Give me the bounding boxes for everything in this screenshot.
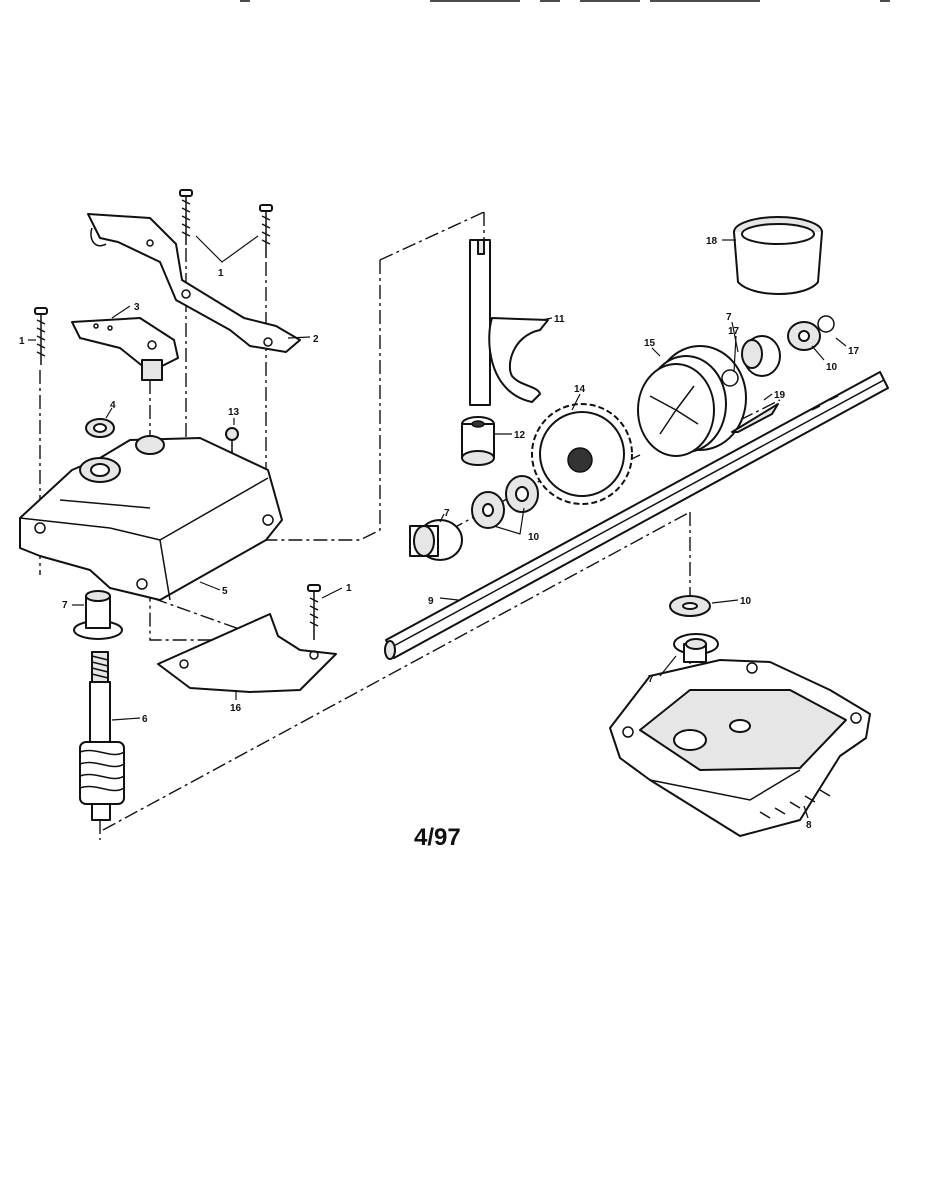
callout-13: 13: [228, 407, 240, 418]
callout-labels: 1 1 2 3 4 13 5 7 6 1 16 11 12 14 15 18 7…: [19, 236, 860, 831]
callout-7-lower: 7: [648, 674, 654, 685]
bushing-part-7-lower: [673, 633, 719, 663]
ring-part-17-b: [817, 315, 835, 333]
bracket-part-2: [87, 213, 301, 353]
washer-part-10-lower: [669, 595, 711, 617]
callout-1-left: 1: [19, 336, 25, 347]
callout-10-top: 10: [826, 362, 838, 373]
gear-part-14: [531, 403, 633, 505]
callout-14: 14: [574, 384, 586, 395]
worm-shaft-part-6: [79, 651, 125, 821]
screw-part-1-top-right: [259, 204, 273, 258]
callout-11: 11: [554, 314, 565, 325]
bushing-part-7-left: [73, 590, 123, 640]
washer-part-10-center-a: [471, 491, 505, 529]
callout-17-a: 17: [728, 326, 740, 337]
ring-part-17-a: [721, 369, 739, 387]
callout-1-bottom: 1: [346, 583, 352, 594]
housing-part-5: [19, 435, 283, 601]
callout-19: 19: [774, 390, 786, 401]
callout-12: 12: [514, 430, 526, 441]
callout-2: 2: [313, 334, 319, 345]
leader-lines: [28, 235, 847, 819]
clutch-part-15: [637, 345, 747, 457]
callout-6: 6: [142, 714, 148, 725]
callout-3: 3: [134, 302, 140, 313]
callout-7-left: 7: [62, 600, 68, 611]
washer-part-4: [85, 418, 115, 438]
callout-16: 16: [230, 703, 242, 714]
callout-7-top: 7: [726, 312, 732, 323]
callout-18-top: 18: [706, 236, 718, 247]
callout-7-center: 7: [444, 508, 450, 519]
screw-part-1-left: [34, 307, 48, 365]
bushing-part-7-center: [409, 519, 463, 561]
key-part-19: [731, 403, 779, 433]
callout-9: 9: [428, 596, 434, 607]
callout-4: 4: [110, 400, 116, 411]
plate-part-16: [157, 613, 337, 693]
callout-17-b: 17: [848, 346, 860, 357]
screw-part-1-top-left: [179, 189, 193, 245]
callout-8: 8: [806, 820, 812, 831]
housing-part-8: [609, 659, 871, 837]
washer-part-10-center-b: [505, 475, 539, 513]
callout-10-center: 10: [528, 532, 540, 543]
callout-5: 5: [222, 586, 228, 597]
bushing-part-7-right: [741, 335, 781, 377]
cup-part-18: [733, 216, 823, 295]
spacer-part-12: [461, 416, 495, 466]
washer-part-10-right: [787, 321, 821, 351]
axle-part-9: [384, 371, 889, 660]
callout-15: 15: [644, 338, 656, 349]
callout-1-top: 1: [218, 268, 224, 279]
shift-rod-part-11: [469, 239, 549, 406]
lever-part-3: [71, 317, 179, 381]
alignment-lines: [39, 211, 781, 840]
date-code: 4/97: [414, 824, 461, 851]
screw-part-1-bottom: [307, 584, 321, 640]
callout-10-lower: 10: [740, 596, 752, 607]
